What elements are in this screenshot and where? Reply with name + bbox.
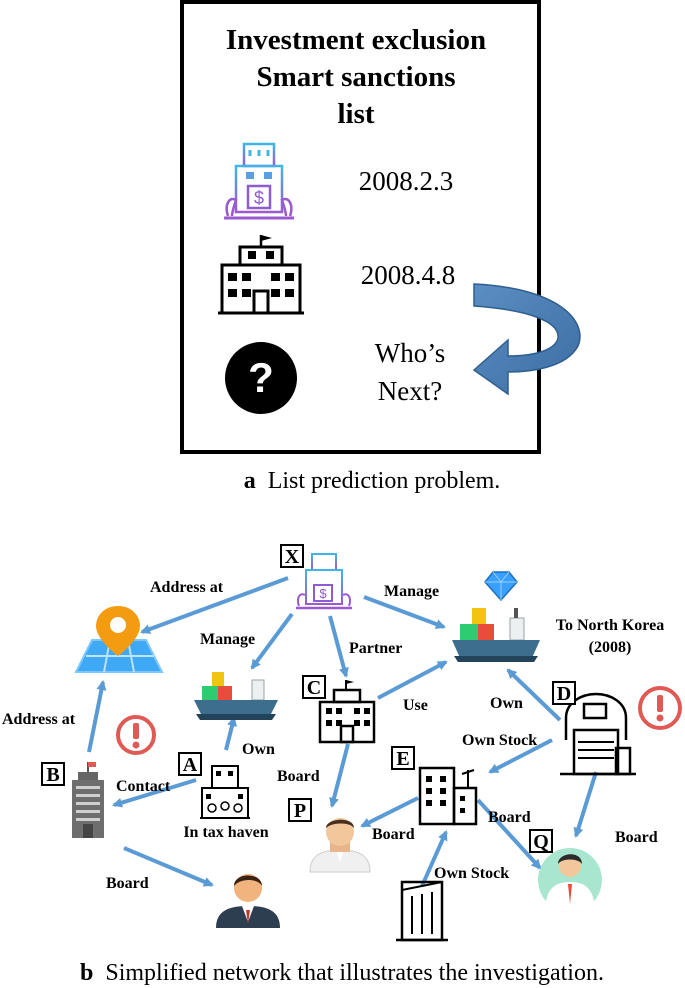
edge-c-use: [377, 660, 448, 700]
svg-text:$: $: [254, 188, 264, 208]
panel-a: Investment exclusion Smart sanctions lis…: [180, 0, 581, 494]
caption-b: b Simplified network that illustrates th…: [80, 960, 604, 986]
node-e-building-icon: [418, 766, 478, 826]
node-label-d: D: [552, 681, 576, 705]
edge-x-manage-ship: [363, 595, 446, 629]
label-x-partner: Partner: [349, 640, 402, 657]
label-c-board: Board: [277, 768, 320, 785]
edge-c-board: [329, 743, 350, 808]
caption-a: a List prediction problem.: [244, 468, 501, 494]
node-a-building-icon: [200, 765, 250, 819]
node-d-factory-icon: [560, 692, 636, 776]
node-p-person-icon: [309, 818, 371, 873]
node-b-tower-icon: [72, 762, 104, 838]
edge-b-address: [87, 680, 107, 753]
edge-x-partner: [328, 615, 349, 678]
bank-building-icon: $: [224, 142, 294, 220]
list-date-2: 2008.4.8: [361, 260, 456, 290]
svg-text:X: X: [285, 546, 300, 568]
node-label-c: C: [302, 675, 326, 699]
svg-text:Q: Q: [533, 831, 549, 853]
annotation-north-korea-1: To North Korea: [556, 617, 664, 634]
edge-e-board-q: [476, 798, 542, 870]
annotation-north-korea-2: (2008): [589, 639, 632, 656]
edge-e-board-p: [360, 796, 419, 828]
board-person-icon: [216, 874, 280, 928]
network-edges: [87, 576, 598, 887]
list-date-1: 2008.2.3: [359, 166, 454, 196]
node-label-q: Q: [529, 829, 553, 853]
node-label-b: B: [41, 762, 65, 786]
node-c-office-icon: [318, 680, 376, 744]
diamond-icon: [484, 571, 518, 602]
edge-b-board: [123, 846, 214, 887]
annotation-tax-haven: In tax haven: [183, 824, 268, 841]
node-label-e: E: [391, 746, 415, 770]
edge-d-own: [506, 668, 562, 722]
question-icon: ?: [225, 342, 297, 414]
svg-text:E: E: [396, 748, 409, 770]
edge-d-board: [573, 771, 598, 838]
next-curved-arrow: [472, 283, 581, 396]
label-x-manage-small-ship: Manage: [200, 631, 255, 648]
svg-text:B: B: [46, 764, 59, 786]
node-label-p: P: [288, 798, 312, 822]
label-a-contact: Contact: [116, 778, 171, 795]
label-c-use: Use: [403, 697, 428, 714]
svg-text:A: A: [183, 754, 198, 776]
map-pin-icon: [74, 606, 164, 673]
cargo-ship-small-icon: [194, 672, 278, 720]
label-d-own: Own: [490, 695, 523, 712]
svg-text:P: P: [294, 800, 306, 822]
node-label-a: A: [178, 752, 202, 776]
node-q-person-icon: [538, 848, 602, 912]
svg-text:$: $: [319, 586, 327, 601]
annotations: To North Korea (2008) In tax haven: [183, 617, 664, 841]
label-a-own: Own: [242, 741, 275, 758]
tall-building-icon: [396, 880, 448, 942]
edge-a-contact: [112, 778, 197, 808]
list-title-line-2: Smart sanctions: [257, 61, 456, 93]
alert-icon-a: [116, 715, 156, 755]
list-title-line-1: Investment exclusion: [226, 24, 486, 56]
svg-text:C: C: [307, 677, 321, 699]
who-next-line-1: Who’s: [375, 338, 446, 368]
who-next-line-2: Next?: [378, 376, 442, 406]
label-d-board: Board: [615, 829, 658, 846]
svg-text:D: D: [557, 683, 571, 705]
label-e-board-p: Board: [372, 826, 415, 843]
label-d-own-stock: Own Stock: [462, 732, 537, 749]
panel-b: $: [2, 544, 682, 986]
edge-own-stock-e: [420, 830, 448, 887]
node-x-bank-icon: $: [296, 553, 352, 610]
label-b-address: Address at: [2, 711, 76, 728]
cargo-ship-large-icon: [452, 608, 540, 662]
label-x-address: Address at: [150, 579, 224, 596]
alert-icon-d: [638, 686, 682, 730]
office-building-icon: [218, 235, 304, 315]
label-e-board-q: Board: [488, 809, 531, 826]
edge-d-own-stock: [488, 738, 553, 774]
edge-x-address: [140, 576, 289, 634]
label-own-stock-e: Own Stock: [434, 865, 509, 882]
node-labels: X A B C D E P Q: [41, 544, 576, 853]
label-a-board: Board: [106, 875, 149, 892]
node-label-x: X: [280, 544, 304, 568]
label-x-manage-ship: Manage: [384, 583, 439, 600]
list-title-line-3: list: [337, 98, 374, 130]
edge-x-manage-small-ship: [250, 612, 294, 670]
svg-text:?: ?: [248, 354, 274, 401]
edge-a-own: [224, 716, 237, 751]
edge-labels: Address at Manage Manage Partner Address…: [2, 579, 658, 892]
